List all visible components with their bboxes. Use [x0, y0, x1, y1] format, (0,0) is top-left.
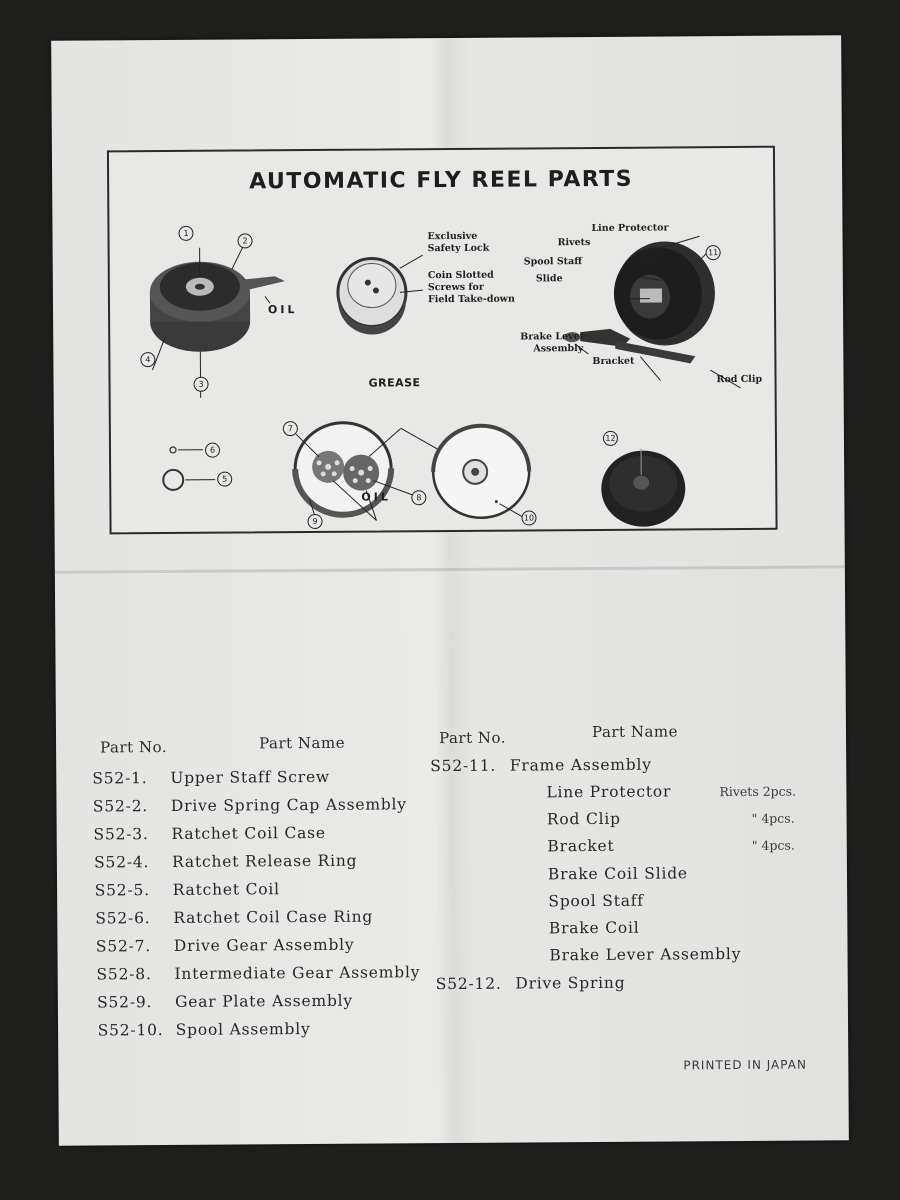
printed-in-japan: PRINTED IN JAPAN — [683, 1057, 807, 1073]
part-number: S52-5. — [94, 881, 150, 900]
left-header-part-name: Part Name — [258, 733, 346, 753]
frame-sub-item: Line Protector — [546, 782, 672, 802]
drive-spring-drawing — [601, 448, 686, 527]
safety-lock-drawing — [336, 254, 423, 335]
label-slide: Slide — [535, 273, 563, 285]
callout-2: 2 — [237, 233, 253, 249]
part-number: S52-2. — [92, 797, 149, 816]
left-parts-list — [51, 35, 841, 41]
callout-6: 6 — [204, 442, 221, 458]
oil-label-top: OIL — [267, 303, 298, 317]
label-exclusive-safety-lock: Exclusive Safety Lock — [427, 230, 490, 255]
left-part-row: S52-8. Intermediate Gear Assembly — [96, 963, 420, 983]
drive-spring-row: S52-12. Drive Spring — [436, 974, 626, 993]
label-rivets: Rivets — [557, 237, 591, 249]
label-bracket: Bracket — [592, 355, 635, 368]
diagram-title: AUTOMATIC FLY REEL PARTS — [249, 166, 634, 195]
part-number: S52-6. — [95, 909, 151, 928]
frame-sub-item-qty: " 4pcs. — [751, 810, 795, 827]
part-name: Upper Staff Screw — [170, 767, 331, 787]
frame-sub-item-qty: Rivets 2pcs. — [719, 783, 797, 800]
left-part-row: S52-1. Upper Staff Screw — [92, 768, 330, 788]
callout-9: 9 — [307, 513, 323, 529]
left-part-row: S52-4. Ratchet Release Ring — [94, 852, 357, 872]
left-part-row: S52-3. Ratchet Coil Case — [93, 824, 325, 844]
label-rod-clip: Rod Clip — [716, 373, 763, 386]
part-number: S52-7. — [95, 937, 152, 956]
left-header-part-no: Part No. — [100, 737, 168, 757]
callout-3: 3 — [193, 376, 209, 392]
frame-sub-item: Brake Coil — [548, 918, 640, 938]
right-header-part-no: Part No. — [438, 728, 507, 748]
part-number: S52-11. — [430, 756, 497, 776]
label-spool-staff: Spool Staff — [523, 256, 583, 268]
left-part-row: S52-10. Spool Assembly — [98, 1020, 311, 1039]
part-name: Intermediate Gear Assembly — [174, 963, 421, 983]
frame-sub-items — [51, 35, 841, 41]
part-name: Ratchet Coil — [172, 880, 280, 899]
left-part-row: S52-6. Ratchet Coil Case Ring — [95, 908, 373, 928]
reel-cap-assembly-drawing — [149, 247, 285, 398]
part-name: Ratchet Coil Case Ring — [173, 907, 374, 927]
callout-7: 7 — [282, 421, 298, 437]
parts-diagram: AUTOMATIC FLY REEL PARTS Exclusive Safet… — [106, 145, 778, 535]
left-part-row: S52-9. Gear Plate Assembly — [97, 992, 353, 1012]
callout-1: 1 — [178, 225, 194, 241]
small-parts-drawing — [162, 446, 216, 491]
part-name: Drive Spring Cap Assembly — [170, 795, 407, 815]
callout-12: 12 — [602, 430, 618, 446]
parts-sheet: AUTOMATIC FLY REEL PARTS Exclusive Safet… — [51, 35, 849, 1146]
part-name: Ratchet Coil Case — [171, 823, 326, 843]
callout-11: 11 — [705, 245, 721, 261]
frame-assembly-row: S52-11. Frame Assembly — [430, 756, 652, 776]
callout-5: 5 — [217, 471, 233, 487]
grease-label: GREASE — [368, 376, 421, 390]
left-part-row: S52-5. Ratchet Coil — [95, 880, 280, 899]
frame-sub-item: Rod Clip — [546, 810, 621, 829]
reel-illustration — [149, 235, 741, 527]
part-number: S52-9. — [96, 993, 153, 1012]
left-part-row: S52-2. Drive Spring Cap Assembly — [93, 795, 407, 815]
callout-10: 10 — [521, 510, 537, 526]
frame-sub-item: Brake Lever Assembly — [549, 945, 742, 965]
part-name: Frame Assembly — [509, 755, 652, 775]
frame-sub-item: Spool Staff — [548, 891, 644, 911]
part-name: Ratchet Release Ring — [172, 851, 358, 871]
label-coin-slotted-screws: Coin Slotted Screws for Field Take-down — [427, 269, 515, 306]
part-number: S52-1. — [92, 769, 148, 788]
part-name: Gear Plate Assembly — [174, 991, 354, 1011]
oil-label-bottom: OIL — [361, 490, 391, 504]
part-number: S52-3. — [93, 825, 149, 844]
callout-8: 8 — [411, 490, 427, 506]
part-number: S52-10. — [97, 1021, 164, 1040]
fold-line — [54, 565, 845, 574]
right-header-part-name: Part Name — [591, 722, 679, 742]
part-name: Drive Spring — [515, 973, 626, 993]
frame-sub-item: Bracket — [547, 837, 615, 856]
spool-assembly-drawing — [431, 423, 532, 520]
callout-4: 4 — [140, 352, 156, 368]
label-line-protector: Line Protector — [591, 222, 669, 235]
part-number: S52-4. — [94, 853, 150, 872]
part-name: Drive Gear Assembly — [173, 935, 355, 955]
frame-assembly-drawing — [564, 235, 741, 389]
left-part-row: S52-7. Drive Gear Assembly — [96, 936, 355, 956]
frame-sub-item-qty: " 4pcs. — [751, 837, 795, 854]
part-number: S52-8. — [96, 965, 152, 984]
label-brake-lever-assembly: Brake Lever Assembly — [520, 331, 585, 355]
part-number: S52-12. — [435, 974, 502, 994]
gear-plate-drawing — [292, 421, 475, 522]
part-name: Spool Assembly — [175, 1019, 311, 1039]
frame-sub-item: Brake Coil Slide — [547, 863, 688, 883]
